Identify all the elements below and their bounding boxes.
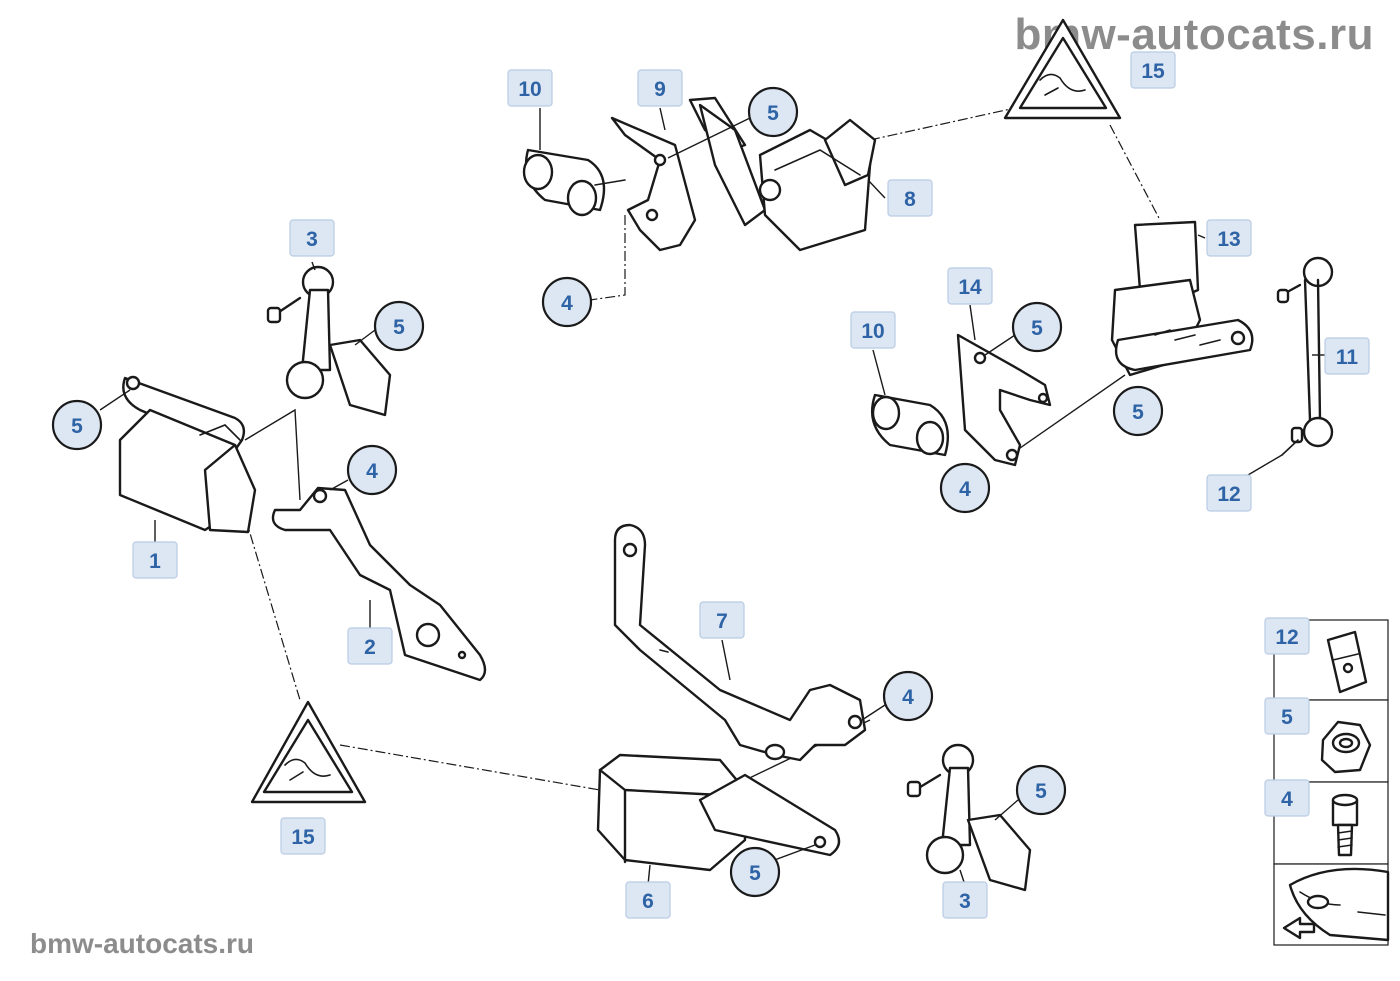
callout-5-bottom-right-text: 5 bbox=[1035, 780, 1047, 803]
hex-nut-icon bbox=[1320, 720, 1372, 774]
callout-4-bottom[interactable]: 4 bbox=[882, 670, 934, 722]
callout-5-left-text: 5 bbox=[71, 415, 83, 438]
legend-item-12-text: 12 bbox=[1275, 626, 1298, 649]
callout-8[interactable]: 8 bbox=[887, 179, 933, 217]
legend-item-5-text: 5 bbox=[1281, 706, 1293, 729]
callout-4-right-text: 4 bbox=[959, 478, 971, 501]
callout-7-text: 7 bbox=[716, 610, 728, 633]
callout-5-right-lower-text: 5 bbox=[1132, 401, 1144, 424]
callout-4-right[interactable]: 4 bbox=[939, 462, 991, 514]
callout-4-bottom-text: 4 bbox=[902, 686, 914, 709]
legend-item-4-text: 4 bbox=[1281, 788, 1293, 811]
callout-10-right-text: 10 bbox=[861, 320, 884, 343]
callout-13[interactable]: 13 bbox=[1206, 219, 1252, 257]
callout-14[interactable]: 14 bbox=[947, 267, 993, 305]
height-sensor-bottom bbox=[596, 753, 841, 872]
callout-15-top[interactable]: 15 bbox=[1130, 51, 1176, 89]
bracket-right bbox=[956, 333, 1052, 467]
screw-icon bbox=[1331, 793, 1359, 857]
legend-panel: 12 5 4 bbox=[1264, 617, 1390, 946]
warning-triangle-bottom bbox=[250, 700, 367, 804]
callout-5-bottom-text: 5 bbox=[749, 862, 761, 885]
coupling-rod-top bbox=[266, 265, 392, 417]
callout-5-top-text: 5 bbox=[767, 102, 779, 125]
coupling-rod-bottom bbox=[906, 743, 1032, 892]
bracket-left bbox=[271, 486, 487, 682]
legend-item-5[interactable]: 5 bbox=[1264, 697, 1310, 735]
callout-15-bottom-text: 15 bbox=[291, 826, 315, 849]
callout-9[interactable]: 9 bbox=[637, 69, 683, 107]
callout-5-left[interactable]: 5 bbox=[51, 399, 103, 451]
callout-4-left-text: 4 bbox=[366, 460, 378, 483]
callout-4-top-text: 4 bbox=[561, 292, 573, 315]
callout-7[interactable]: 7 bbox=[699, 601, 745, 639]
callout-4-top[interactable]: 4 bbox=[541, 276, 593, 328]
callout-3-top-text: 3 bbox=[306, 228, 318, 251]
callout-4-left[interactable]: 4 bbox=[346, 444, 398, 496]
callout-5-top[interactable]: 5 bbox=[747, 86, 799, 138]
height-sensor-left bbox=[118, 375, 257, 534]
callout-5-bottom-right[interactable]: 5 bbox=[1015, 764, 1067, 816]
callout-3-bottom[interactable]: 3 bbox=[942, 881, 988, 919]
callout-3-bottom-text: 3 bbox=[959, 890, 971, 913]
callout-6-text: 6 bbox=[642, 890, 654, 913]
callout-2[interactable]: 2 bbox=[347, 627, 393, 665]
callout-13-text: 13 bbox=[1217, 228, 1240, 251]
watermark-bottom: bmw-autocats.ru bbox=[30, 928, 255, 959]
callout-15-bottom[interactable]: 15 bbox=[280, 817, 326, 855]
callout-5-bottom[interactable]: 5 bbox=[729, 846, 781, 898]
callout-12[interactable]: 12 bbox=[1206, 474, 1252, 512]
callout-5-right-upper-text: 5 bbox=[1031, 317, 1043, 340]
callout-10-top[interactable]: 10 bbox=[507, 69, 553, 107]
callout-5-right-upper[interactable]: 5 bbox=[1011, 301, 1063, 353]
callout-10-top-text: 10 bbox=[518, 78, 541, 101]
clip-nut-icon bbox=[1326, 630, 1368, 694]
callout-12-text: 12 bbox=[1217, 483, 1240, 506]
callout-14-text: 14 bbox=[958, 276, 982, 299]
vehicle-front-icon bbox=[1282, 867, 1390, 942]
callout-10-right[interactable]: 10 bbox=[850, 311, 896, 349]
callout-5-right-lower[interactable]: 5 bbox=[1112, 385, 1164, 437]
coupling-rod-right bbox=[1276, 256, 1334, 456]
callout-1-text: 1 bbox=[149, 550, 161, 573]
callout-8-text: 8 bbox=[904, 188, 916, 211]
warning-triangle-top bbox=[1003, 18, 1122, 120]
legend-item-12[interactable]: 12 bbox=[1264, 617, 1310, 655]
callout-9-text: 9 bbox=[654, 78, 666, 101]
height-sensor-right bbox=[1110, 220, 1254, 377]
callout-5-upper-left[interactable]: 5 bbox=[373, 300, 425, 352]
legend-item-4[interactable]: 4 bbox=[1264, 779, 1310, 817]
rubber-mount-right bbox=[870, 393, 950, 457]
bracket-long bbox=[613, 523, 867, 762]
rubber-mount-top bbox=[522, 148, 626, 217]
callout-6[interactable]: 6 bbox=[625, 881, 671, 919]
callout-15-top-text: 15 bbox=[1141, 60, 1165, 83]
callout-2-text: 2 bbox=[364, 636, 376, 659]
callout-11[interactable]: 11 bbox=[1324, 337, 1370, 375]
callout-5-upper-left-text: 5 bbox=[393, 316, 405, 339]
callout-11-text: 11 bbox=[1336, 346, 1359, 369]
callout-1[interactable]: 1 bbox=[132, 541, 178, 579]
reference-lines bbox=[239, 107, 1161, 791]
callout-3-top[interactable]: 3 bbox=[289, 219, 335, 257]
